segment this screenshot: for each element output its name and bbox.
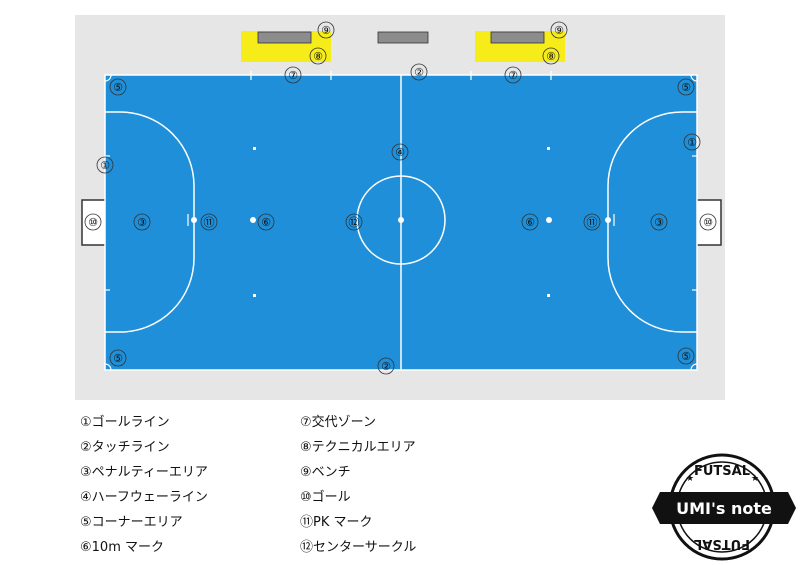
- corner-arc-bl: [104, 363, 112, 371]
- marker-corner-br: ⑤: [681, 350, 691, 363]
- legend-item-touch-line: ②タッチライン: [80, 440, 170, 455]
- marker-halfway-line: ④: [395, 146, 405, 159]
- legend-right-column: ⑦交代ゾーン ⑧テクニカルエリア ⑨ベンチ ⑩ゴール ⑪PK マーク ⑫センター…: [300, 410, 416, 560]
- marker-corner-tl: ⑤: [113, 81, 123, 94]
- bench-left: [257, 31, 312, 44]
- pk-mark-right: [605, 217, 611, 223]
- pk-tick-marks: [187, 214, 615, 226]
- marker-circles: [84, 21, 717, 375]
- goal-line-distance-ticks: [105, 155, 697, 291]
- legend-item-substitution-zone: ⑦交代ゾーン: [300, 415, 377, 430]
- legend-item-10m-mark: ⑥10m マーク: [80, 540, 164, 555]
- marker-tech-area-right: ⑧: [546, 50, 556, 63]
- legend-item-corner-area: ⑤コーナーエリア: [80, 515, 183, 530]
- corner-arc-br: [690, 363, 698, 371]
- guide-marks: [253, 147, 550, 297]
- logo-top-text: FUTSAL: [694, 464, 750, 479]
- legend-item-goal-line: ①ゴールライン: [80, 415, 170, 430]
- umis-note-logo: FUTSAL FUTSAL ★ ★ UMI's note: [652, 453, 796, 561]
- logo-banner-text: UMI's note: [676, 499, 772, 518]
- substitution-zone-ticks: [250, 71, 552, 80]
- marker-pk-right: ⑪: [587, 216, 598, 229]
- marker-bench-right: ⑨: [554, 24, 564, 37]
- marker-sub-zone-left: ⑦: [288, 69, 298, 82]
- bench-center: [377, 31, 429, 44]
- marker-bench-left: ⑨: [321, 24, 331, 37]
- marker-10m-left: ⑥: [261, 216, 271, 229]
- marker-touch-line-bottom: ②: [381, 360, 391, 373]
- marker-touch-line-top: ②: [414, 66, 424, 79]
- ten-meter-mark-left: [250, 217, 256, 223]
- marker-10m-right: ⑥: [525, 216, 535, 229]
- corner-arc-tl: [104, 74, 112, 82]
- marker-corner-bl: ⑤: [113, 352, 123, 365]
- marker-goal-line-right: ①: [687, 136, 697, 149]
- legend-left-column: ①ゴールライン ②タッチライン ③ペナルティーエリア ④ハーフウェーライン ⑤コ…: [80, 410, 208, 560]
- legend-item-penalty-area: ③ペナルティーエリア: [80, 465, 208, 480]
- marker-goal-line-left: ①: [100, 159, 110, 172]
- marker-corner-tr: ⑤: [681, 81, 691, 94]
- marker-sub-zone-right: ⑦: [508, 69, 518, 82]
- center-spot: [398, 217, 404, 223]
- marker-penalty-area-right: ③: [654, 216, 664, 229]
- marker-pk-left: ⑪: [204, 216, 215, 229]
- legend-item-center-circle: ⑫センターサークル: [300, 540, 417, 555]
- logo-star-icon: ★: [751, 474, 759, 484]
- marker-center-circle: ⑫: [349, 216, 360, 229]
- center-circle: [356, 175, 446, 265]
- legend-item-pk-mark: ⑪PK マーク: [300, 515, 373, 530]
- legend-item-bench: ⑨ベンチ: [300, 465, 351, 480]
- marker-penalty-area-left: ③: [137, 216, 147, 229]
- legend-item-technical-area: ⑧テクニカルエリア: [300, 440, 416, 455]
- logo-star-icon: ★: [686, 474, 694, 484]
- corner-arc-tr: [690, 74, 698, 82]
- pk-mark-left: [191, 217, 197, 223]
- logo-banner: [652, 492, 796, 524]
- marker-goal-right: ⑩: [703, 216, 713, 229]
- bench-right: [490, 31, 545, 44]
- legend-item-goal: ⑩ゴール: [300, 490, 351, 505]
- marker-goal-left: ⑩: [88, 216, 98, 229]
- legend-item-halfway-line: ④ハーフウェーライン: [80, 490, 208, 505]
- marker-tech-area-left: ⑧: [313, 50, 323, 63]
- ten-meter-mark-right: [546, 217, 552, 223]
- logo-bottom-text: FUTSAL: [694, 536, 750, 551]
